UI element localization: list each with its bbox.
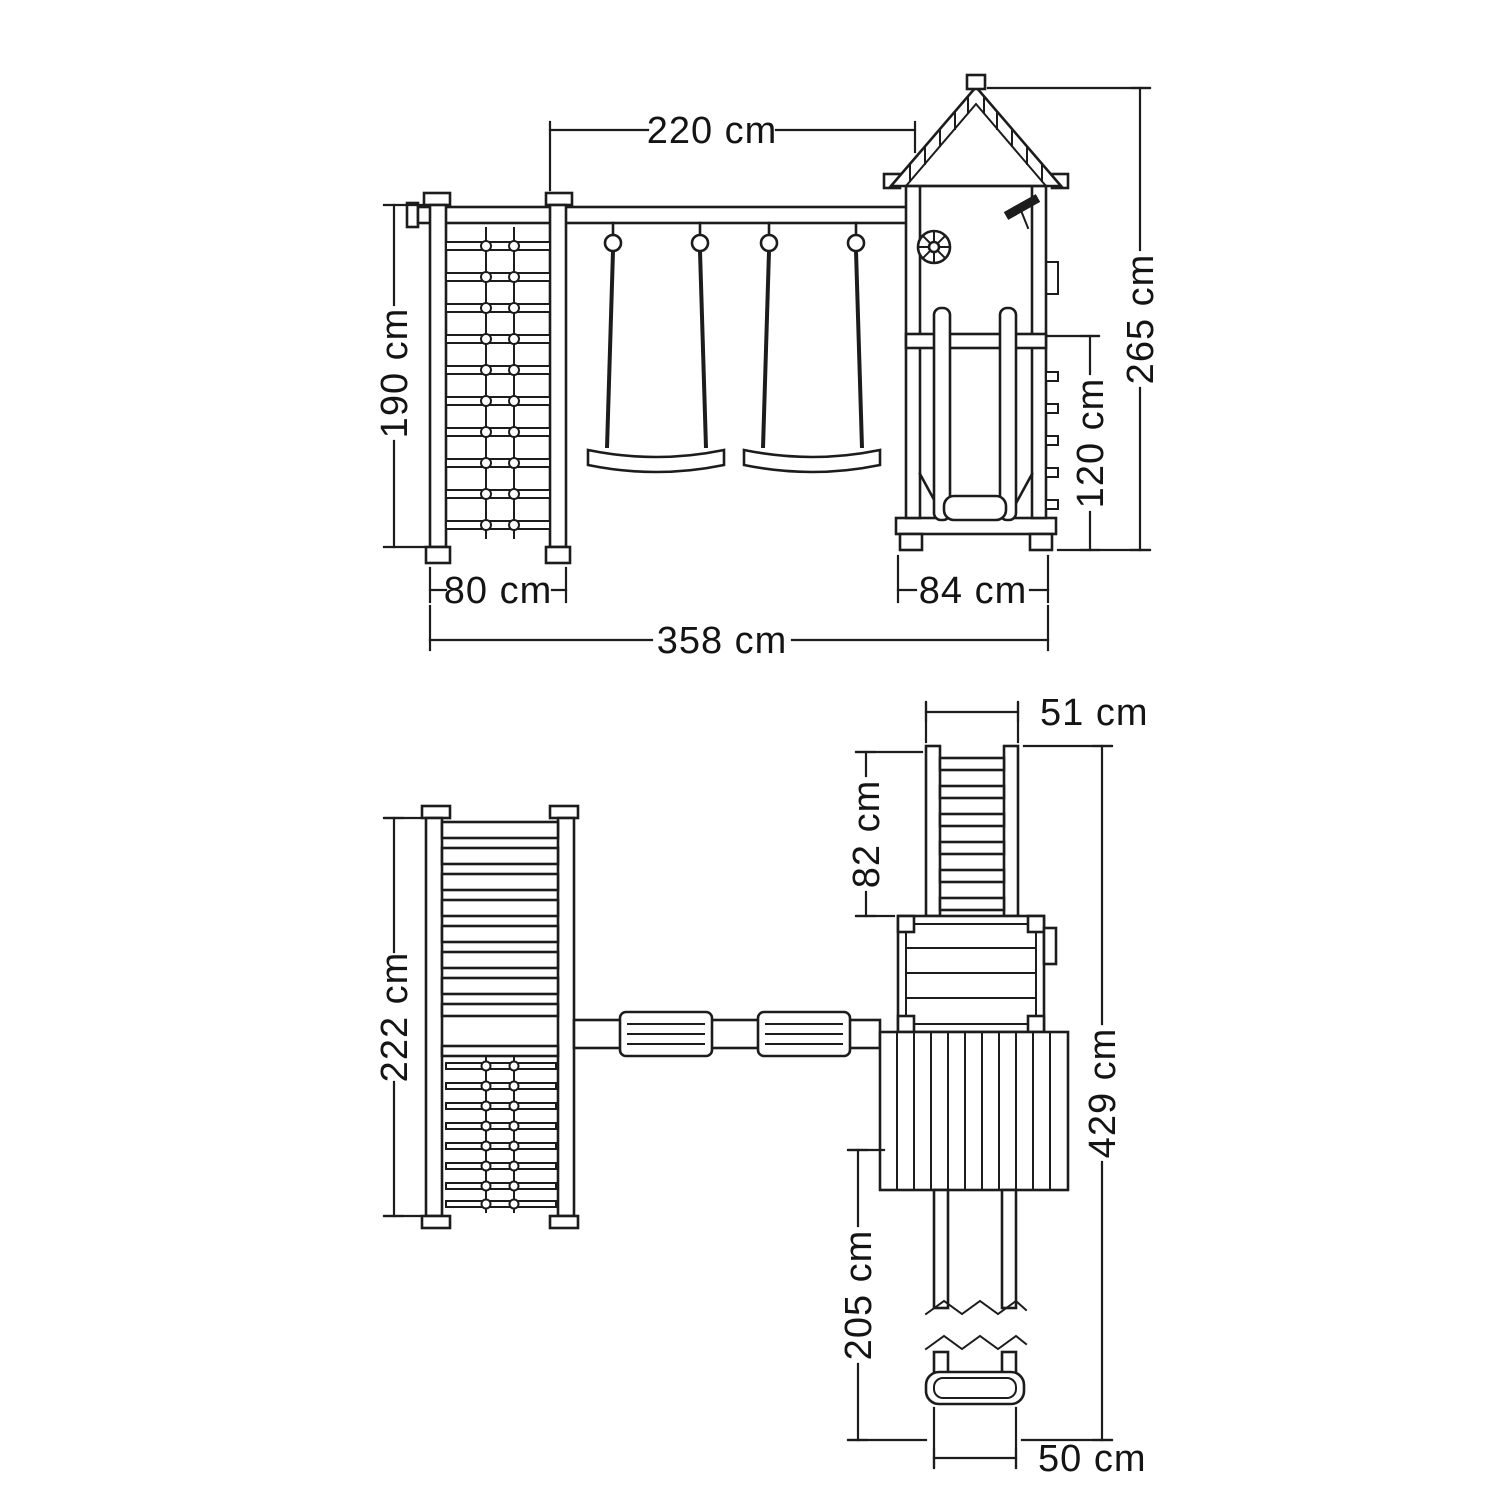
dim-label-84: 84 cm (919, 570, 1027, 612)
front-view (405, 73, 1070, 565)
telescope-plan (1042, 926, 1058, 966)
slide-front (932, 306, 1018, 522)
dim-label-51: 51 cm (1040, 692, 1148, 734)
dim-label-80: 80 cm (444, 570, 552, 612)
dim-label-190: 190 cm (374, 308, 416, 439)
swing-beam (405, 201, 916, 229)
side-ladder-steps (1045, 371, 1059, 510)
swing-seat (586, 448, 726, 474)
break-line (924, 1299, 1028, 1316)
dim-label-205: 205 cm (838, 1230, 880, 1361)
climbing-frame-plan (420, 804, 580, 1230)
dim-label-82: 82 cm (846, 780, 888, 888)
ladder-plan (924, 744, 1020, 918)
dim-climbing-frame-height: 190 cm (374, 203, 428, 549)
dim-label-222: 222 cm (374, 952, 416, 1083)
dim-climbing-frame-length: 222 cm (374, 816, 422, 1218)
dim-label-429: 429 cm (1082, 1028, 1124, 1159)
tower-platform (904, 332, 1048, 350)
climbing-frame-front (422, 191, 574, 565)
slide-end-cap (924, 1370, 1026, 1406)
dim-ladder-width: 51 cm (924, 692, 1148, 744)
handle-bracket (1045, 261, 1059, 295)
swing-seat (742, 448, 882, 474)
telescope-icon (1003, 194, 1041, 230)
dim-total-width: 358 cm (428, 604, 1050, 662)
swing-seat-plan-left (618, 1010, 714, 1058)
dim-platform-height: 120 cm (1046, 334, 1112, 552)
front-dimensions: 220 cm 190 cm 265 cm 120 cm (374, 86, 1162, 662)
net-rungs-plan (445, 1060, 557, 1210)
dim-label-50: 50 cm (1038, 1438, 1146, 1480)
dim-slide-width: 50 cm (932, 1406, 1146, 1480)
dim-total-depth: 429 cm (1020, 744, 1124, 1442)
dim-ladder-depth: 82 cm (846, 750, 924, 918)
bridge-plan (572, 1010, 882, 1058)
monkey-bar-boards (440, 820, 560, 996)
dim-label-120: 120 cm (1070, 378, 1112, 509)
tower-front (882, 73, 1070, 552)
dim-tower-width: 84 cm (896, 554, 1050, 612)
dim-climbing-frame-depth: 80 cm (428, 566, 568, 612)
dim-slide-length: 205 cm (838, 1148, 928, 1442)
tower-roof (882, 73, 1070, 190)
swing-seat-plan-right (756, 1010, 852, 1058)
dim-total-height: 265 cm (986, 86, 1162, 552)
plan-dimensions: 51 cm 82 cm 222 cm 429 (374, 692, 1148, 1480)
tower-plan (896, 914, 1058, 1034)
climbing-net-rungs (445, 240, 551, 531)
steering-wheel-icon (916, 229, 952, 265)
break-line (924, 1334, 1028, 1351)
deck-plan (878, 1030, 1070, 1192)
dim-label-358: 358 cm (657, 620, 788, 662)
plan-view (420, 744, 1070, 1406)
slide-plan (924, 1188, 1028, 1406)
swing-right (742, 221, 882, 474)
dim-label-265: 265 cm (1120, 254, 1162, 385)
dim-beam-width: 220 cm (548, 110, 917, 192)
swing-left (586, 221, 726, 474)
dim-label-220: 220 cm (647, 110, 778, 152)
